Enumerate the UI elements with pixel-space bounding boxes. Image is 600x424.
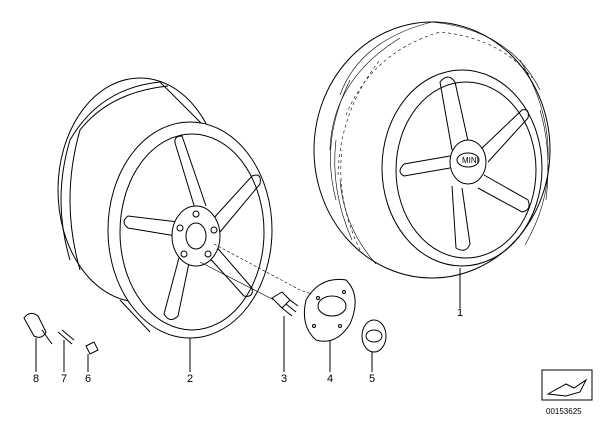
callout-1[interactable]: 1 [457,307,463,319]
valve-stem-icon[interactable] [23,312,53,345]
wheel-with-tyre-icon[interactable]: MINI [313,21,551,279]
light-alloy-rim-icon[interactable] [57,77,273,339]
hub-logo-text: MINI [462,156,479,165]
callout-4[interactable]: 4 [327,373,333,385]
callout-3[interactable]: 3 [281,373,287,385]
wheel-bolt-icon[interactable] [271,291,299,317]
next-page-icon[interactable] [541,369,593,401]
callout-8[interactable]: 8 [33,373,39,385]
valve-cap-icon[interactable] [85,341,99,355]
callout-7[interactable]: 7 [61,373,67,385]
callout-6[interactable]: 6 [85,373,91,385]
hub-cap-icon[interactable] [303,278,356,342]
tpms-valve-icon[interactable] [57,329,75,345]
emblem-icon[interactable] [361,319,387,353]
callout-5[interactable]: 5 [369,373,375,385]
diagram-code: 00153625 [546,407,582,416]
callout-2[interactable]: 2 [187,373,193,385]
